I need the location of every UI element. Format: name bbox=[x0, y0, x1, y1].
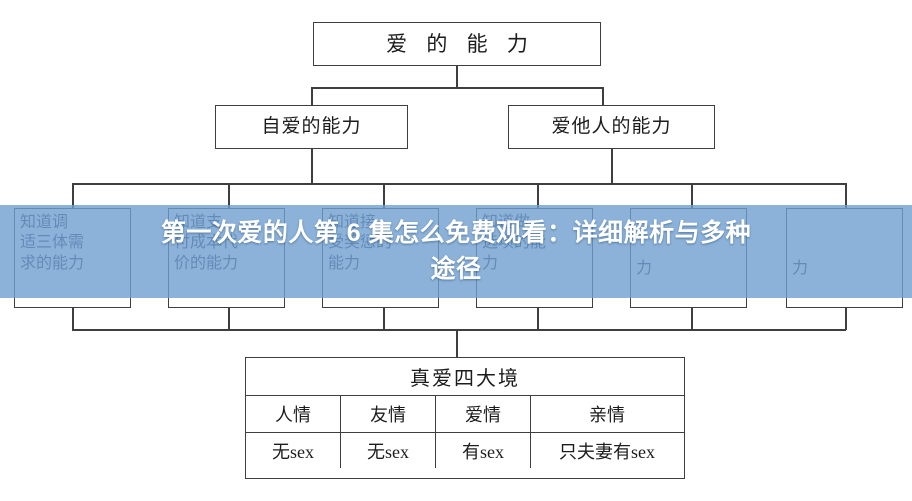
table-title: 真爱四大境 bbox=[246, 358, 684, 396]
table-value-row: 无sex 无sex 有sex 只夫妻有sex bbox=[246, 432, 684, 468]
connector-level3-bar-right bbox=[383, 183, 845, 185]
connector-l3-up-3 bbox=[383, 308, 385, 330]
connector-level2-bar bbox=[311, 87, 603, 89]
true-love-table: 真爱四大境 人情 友情 爱情 亲情 无sex 无sex 有sex 只夫妻有sex bbox=[245, 357, 685, 479]
node-love-others: 爱他人的能力 bbox=[508, 105, 715, 149]
connector-l3-drop-2 bbox=[228, 183, 230, 209]
table-cell-value-2: 无sex bbox=[341, 433, 436, 468]
connector-l3-up-2 bbox=[228, 308, 230, 330]
connector-love-others-down bbox=[611, 149, 613, 184]
connector-l3-drop-3 bbox=[383, 183, 385, 209]
connector-level3-bar-left bbox=[72, 183, 383, 185]
connector-l3-drop-5 bbox=[691, 183, 693, 209]
connector-root-down bbox=[456, 66, 458, 88]
connector-l3-drop-6 bbox=[845, 183, 847, 209]
connector-self-love-down bbox=[311, 149, 313, 184]
connector-l3-up-5 bbox=[691, 308, 693, 330]
table-cell-header-4: 亲情 bbox=[589, 405, 625, 425]
connector-level2-left-drop bbox=[311, 87, 313, 106]
node-self-love: 自爱的能力 bbox=[215, 105, 408, 149]
table-cell-value-1: 无sex bbox=[246, 433, 341, 468]
table-cell-header-3: 爱情 bbox=[436, 396, 531, 432]
overlay-title-line-2: 途径 bbox=[430, 254, 482, 283]
overlay-banner-background bbox=[0, 205, 912, 298]
connector-l3-drop-4 bbox=[537, 183, 539, 209]
table-header-row: 人情 友情 爱情 亲情 bbox=[246, 396, 684, 432]
overlay-banner-text: 第一次爱的人第 6 集怎么免费观看：详细解析与多种 途径 bbox=[0, 205, 912, 298]
connector-table-down bbox=[456, 329, 458, 358]
overlay-title-line-1: 第一次爱的人第 6 集怎么免费观看：详细解析与多种 bbox=[160, 219, 752, 247]
connector-l3-up-6 bbox=[845, 308, 847, 330]
connector-l3-drop-1 bbox=[72, 183, 74, 209]
table-cell-value-4: 只夫妻有sex bbox=[559, 441, 655, 462]
table-cell-header-1: 人情 bbox=[246, 396, 341, 432]
table-cell-header-2: 友情 bbox=[341, 396, 436, 432]
connector-level2-right-drop bbox=[602, 87, 604, 106]
node-root: 爱 的 能 力 bbox=[313, 22, 601, 66]
table-cell-value-3: 有sex bbox=[436, 433, 531, 468]
connector-l3-up-1 bbox=[72, 308, 74, 330]
connector-l3-up-4 bbox=[537, 308, 539, 330]
connector-merge-bar bbox=[72, 329, 846, 331]
